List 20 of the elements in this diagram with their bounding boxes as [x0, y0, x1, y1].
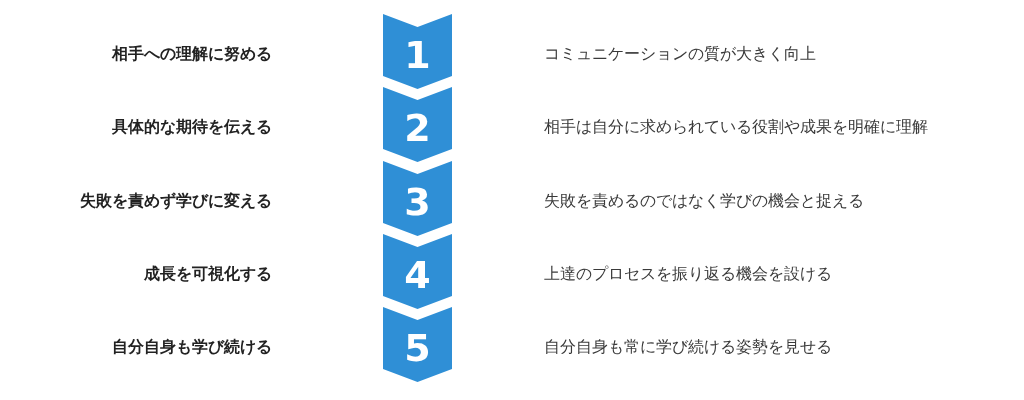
chevron-shape	[383, 87, 452, 163]
step-description: コミュニケーションの質が大きく向上	[544, 44, 816, 64]
chevron-shape	[383, 233, 452, 309]
step-number: 5	[404, 329, 431, 368]
step-description: 上達のプロセスを振り返る機会を設ける	[544, 263, 832, 284]
step-number: 3	[404, 182, 431, 221]
step-number: 1	[404, 36, 431, 74]
step-title: 失敗を責めず学びに変える	[80, 190, 272, 211]
step-description: 自分自身も常に学び続ける姿勢を見せる	[544, 337, 832, 358]
step-number: 4	[404, 255, 431, 294]
chevron-shape	[383, 307, 452, 383]
step-title: 成長を可視化する	[144, 263, 272, 284]
chevron-shape	[383, 14, 452, 89]
step-title: 相手への理解に努める	[112, 44, 272, 64]
step-number: 2	[404, 109, 431, 148]
step-title: 具体的な期待を伝える	[112, 117, 272, 138]
step-description: 失敗を責めるのではなく学びの機会と捉える	[544, 190, 864, 211]
chevron-shape	[383, 160, 452, 236]
step-title: 自分自身も学び続ける	[112, 337, 272, 358]
step-description: 相手は自分に求められている役割や成果を明確に理解	[544, 117, 928, 138]
